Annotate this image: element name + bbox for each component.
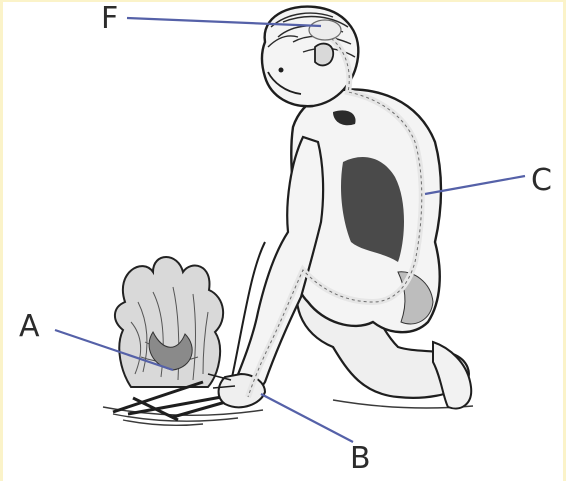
- ground-shadow: [103, 400, 473, 425]
- reflex-illustration: [3, 2, 566, 483]
- label-a: A: [19, 312, 40, 342]
- child-figure: [208, 7, 471, 409]
- label-f: F: [101, 4, 118, 34]
- label-c: C: [531, 166, 552, 196]
- label-b: B: [350, 444, 371, 474]
